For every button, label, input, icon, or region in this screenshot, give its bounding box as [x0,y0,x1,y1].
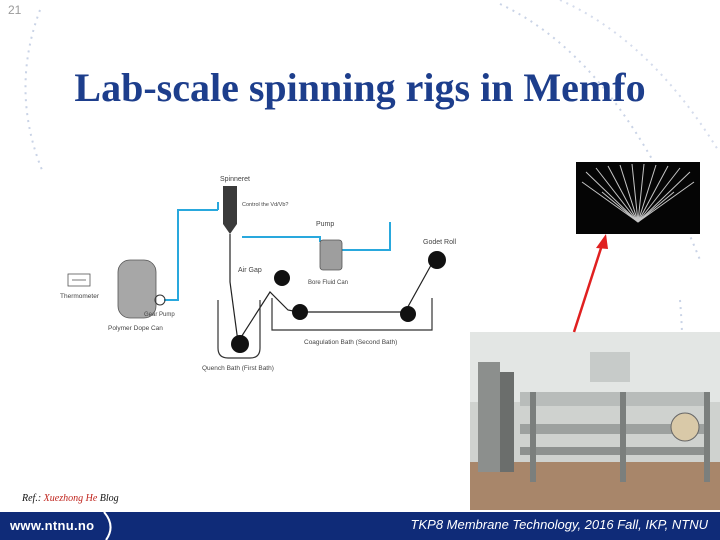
footer-bar: www.ntnu.no TKP8 Membrane Technology, 20… [0,512,720,540]
godet-roll-icon [428,251,446,269]
godet-roll-label: Godet Roll [423,239,457,246]
reference-author: Xuezhong He [43,493,98,504]
thermometer-icon [67,273,91,287]
polymer-dope-can-icon [117,259,157,319]
control-ratio-label: Control the Vd/Vb? [242,202,288,208]
reference-note: Ref.: Xuezhong He Blog [22,493,119,504]
footer-url: www.ntnu.no [10,518,95,533]
quench-bath-label: Quench Bath (First Bath) [202,365,274,372]
pump-label: Pump [316,221,334,228]
bore-fluid-can-icon [319,239,343,271]
polymer-dope-can-label: Polymer Dope Can [108,325,163,332]
coagulation-bath-label: Coagulation Bath (Second Bath) [304,339,397,346]
gear-pump-icon [154,294,166,306]
coagulation-bath-icon [271,298,433,331]
spinneret-label: Spinneret [220,176,250,183]
hollow-fiber-bundle-photo [576,162,700,234]
slide-title: Lab-scale spinning rigs in Memfo [74,65,646,110]
spinneret-icon [223,186,237,234]
gear-pump-label: Gear Pump [144,312,175,318]
bore-fluid-can-label: Bore Fluid Can [308,280,348,286]
reference-suffix: Blog [97,493,119,504]
footer-course-info: TKP8 Membrane Technology, 2016 Fall, IKP… [410,517,708,532]
slide-number: 21 [8,3,22,17]
decorative-dotted-arcs [24,0,719,501]
spinning-rig-photo [470,332,720,510]
spinning-process-diagram: Spinneret Control the Vd/Vb? Pump Bore F… [60,176,457,372]
thermometer-label: Thermometer [60,293,100,300]
reference-prefix: Ref.: [22,493,44,504]
quench-bath-icon [217,300,261,359]
air-gap-label: Air Gap [238,267,262,274]
footer-divider-icon [103,512,112,540]
